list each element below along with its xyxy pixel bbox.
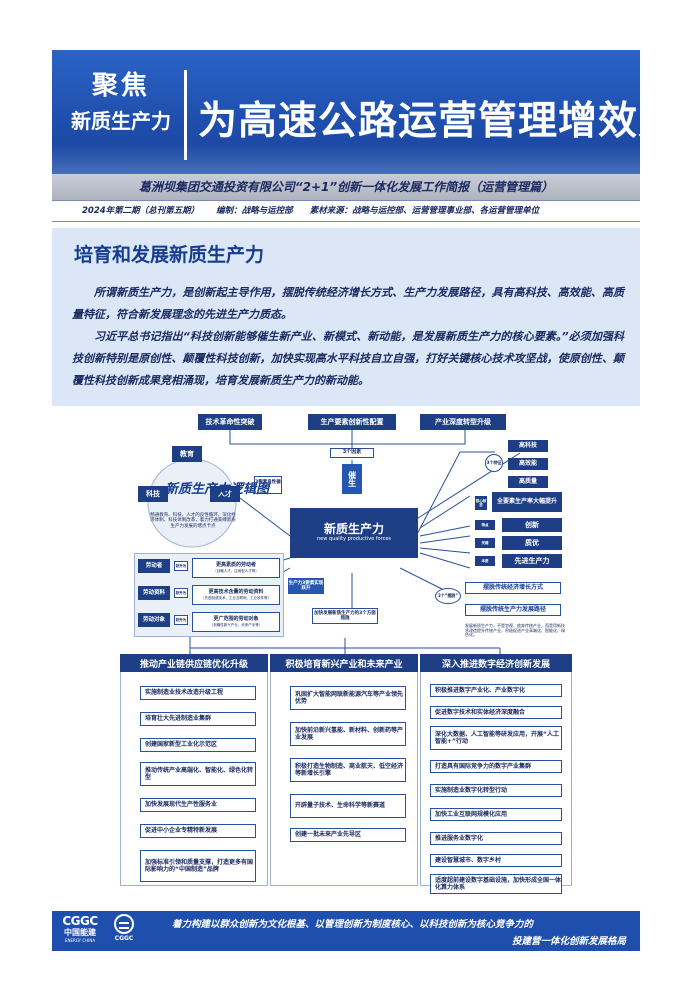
header-tag: 聚焦 新质生产力 xyxy=(66,68,176,138)
logic-diagram: 技术革命性突破 生产要素创新性配置 产业深度转型升级 3个因素 催生 新质生产力… xyxy=(120,408,575,906)
tech-node: 科技 xyxy=(138,486,168,502)
trait-tag-3: 本质 xyxy=(475,556,495,566)
trait-tag-1: 特点 xyxy=(475,520,495,530)
cggc-logo-text: CGGC xyxy=(114,935,134,942)
labor-object-note: （战略性新兴产业、未来产业等） xyxy=(209,622,263,627)
measure-column-3-title: 深入推进数字经济创新发展 xyxy=(420,654,572,672)
col2-item-5: 创建一批未来产业先导区 xyxy=(290,828,406,842)
labor-worker-note: （战略人才、应用型人才等） xyxy=(213,568,259,573)
labor-object-target-text: 更广范围的劳动对象 xyxy=(213,616,259,623)
intro-section: 培育和发展新质生产力 所谓新质生产力，是创新起主导作用，摆脱传统经济增长方式、生… xyxy=(52,228,640,406)
labor-tools-target-text: 更高技术含量的劳动资料 xyxy=(208,589,264,596)
top-box-factor-allocation: 生产要素创新性配置 xyxy=(308,414,396,430)
col3-item-6: 加快工业互联网规模化应用 xyxy=(430,808,562,821)
trait-box-quality: 质优 xyxy=(502,536,562,550)
col1-item-4: 推动传统产业高端化、智能化、绿色化转型 xyxy=(140,762,256,786)
col3-item-4: 打造具有国际竞争力的数字产业集群 xyxy=(430,760,562,773)
diagram-caption: 新质生产力逻辑图 xyxy=(165,482,270,497)
section-title: 培育和发展新质生产力 xyxy=(74,244,265,266)
logo-cn: 中国能建 xyxy=(64,928,96,937)
bai-2: 摆脱传统生产力发展路径 xyxy=(465,604,561,616)
issue-source: 素材来源：战略与运控部、运营管理事业部、各运营管理单位 xyxy=(309,206,540,216)
trait-high-tech: 高科技 xyxy=(508,440,548,452)
col1-item-1: 实施制造业技术改造升级工程 xyxy=(140,686,256,700)
intro-paragraph-2: 习近平总书记指出“科技创新能够催生新产业、新模式、新动能，是发展新质生产力的核心… xyxy=(72,330,624,387)
header-divider xyxy=(184,70,187,160)
three-factors-label: 3个因素 xyxy=(330,448,374,458)
core-tag: 核心标志 xyxy=(475,496,487,510)
top-box-tech-revolution: 技术革命性突破 xyxy=(198,414,262,430)
col3-item-1: 积极推进数字产业化、产业数字化 xyxy=(430,684,562,697)
labor-object-target: 更广范围的劳动对象 （战略性新兴产业、未来产业等） xyxy=(192,612,280,632)
issue-info: 2024年第二期（总刊第五期） 编制：战略与运控部 素材来源：战略与运控部、运营… xyxy=(52,200,640,222)
col2-item-1: 巩固扩大智能网联新能源汽车等产业领先优势 xyxy=(290,686,406,710)
labor-object-level: 跃升为 xyxy=(174,615,188,625)
labor-tools-target: 更高技术含量的劳动资料 （先进制造技术、工业互联网、工业软件等） xyxy=(192,585,280,605)
cuisheng-arrow: 催生 xyxy=(342,464,362,494)
labor-worker-target: 更高素质的劳动者 （战略人才、应用型人才等） xyxy=(192,558,280,578)
three-traits-tag: 3个特征 xyxy=(485,454,503,472)
report-subtitle: 葛洲坝集团交通投资有限公司“2+1”创新一体化发展工作简报（运营管理篇） xyxy=(52,174,640,200)
labor-tools: 劳动资料 xyxy=(138,586,170,600)
labor-object: 劳动对象 xyxy=(138,613,170,627)
intro-paragraph-1: 所谓新质生产力，是创新起主导作用，摆脱传统经济增长方式、生产力发展路径，具有高科… xyxy=(72,286,624,321)
cggc-emblem-icon xyxy=(114,914,134,934)
labor-tools-note: （先进制造技术、工业互联网、工业软件等） xyxy=(201,595,271,600)
measure-column-2-title: 积极培育新兴产业和未来产业 xyxy=(270,654,418,672)
footer-banner: CGGC 中国能建 ENERGY CHINA CGGC 着力构建以群众创新为文化… xyxy=(52,911,640,951)
labor-tools-level: 跃升为 xyxy=(174,588,188,598)
trait-box-advanced: 先进生产力 xyxy=(502,554,562,568)
col1-item-2: 培育壮大先进制造业集群 xyxy=(140,712,256,726)
col2-item-4: 开辟量子技术、生命科学等新赛道 xyxy=(290,794,406,818)
col3-item-5: 实施制造业数字化转型行动 xyxy=(430,784,562,797)
header-title: 为高速公路运营管理增效赋能 xyxy=(198,99,640,144)
col3-item-2: 促进数字技术和实体经济深度融合 xyxy=(430,706,562,719)
energy-china-logo: CGGC 中国能建 ENERGY CHINA xyxy=(58,914,102,944)
col1-item-5: 加快发展现代生产性服务业 xyxy=(140,798,256,812)
header-tag-line1: 聚焦 xyxy=(91,71,150,101)
col1-item-7: 加强标准引领和质量支撑，打造更多有国际影响力的“中国制造”品牌 xyxy=(140,850,256,882)
col2-item-2: 加快前沿新兴氢能、新材料、创新药等产业发展 xyxy=(290,722,406,746)
circle-note: 畅通教育、科技、人才的良性循环，深化经济体制、科技体制改革，着力打通束缚新质生产… xyxy=(150,513,236,529)
talent-node: 人才 xyxy=(210,486,240,502)
center-node: 新质生产力 new quality productive forces xyxy=(290,508,418,558)
labor-worker-level: 跃升为 xyxy=(174,561,188,571)
bai-note: 发展新质生产力，不是忽视、放弃传统产业，而是用新技术改造提升传统产业，积极促进产… xyxy=(465,623,565,638)
top-box-industry-upgrade: 产业深度转型升级 xyxy=(420,414,506,430)
header-tag-line2: 新质生产力 xyxy=(71,109,171,133)
center-node-title: 新质生产力 xyxy=(323,522,384,537)
col3-item-3: 深化大数据、人工智能等研发应用，开展“人工智能+”行动 xyxy=(430,726,562,750)
footer-slogan-line1: 着力构建以群众创新为文化根基、以管理创新为制度核心、以科技创新为核心竞争力的 xyxy=(172,919,534,930)
elements-tag: 生产力3要素实现跃升 xyxy=(288,578,324,594)
logo-en: ENERGY CHINA xyxy=(64,938,96,943)
three-ways-tag: 加快发展新质生产力的3个方面措施 xyxy=(312,608,378,624)
cggc-logo: CGGC xyxy=(110,914,138,948)
logo-abbr: CGGC xyxy=(62,914,98,928)
col1-item-3: 创建国家新型工业化示范区 xyxy=(140,738,256,752)
bai-1: 摆脱传统经济增长方式 xyxy=(465,582,561,594)
two-bai-tag: 2个“摆脱” xyxy=(435,588,461,604)
three-elements-tag: 3要素良性循环 xyxy=(254,476,282,494)
col3-item-7: 推进服务业数字化 xyxy=(430,832,562,845)
footer-slogan-line2: 投建营一体化创新发展格局 xyxy=(511,936,626,947)
labor-worker: 劳动者 xyxy=(138,559,170,573)
edu-node: 教育 xyxy=(172,446,202,462)
col1-item-6: 促进中小企业专精特新发展 xyxy=(140,824,256,838)
col3-item-9: 适度超前建设数字基础设施，加快形成全国一体化算力体系 xyxy=(430,874,562,894)
col2-item-3: 积极打造生物制造、商业航天、低空经济等新增长引擎 xyxy=(290,758,406,782)
col3-item-8: 建设智慧城市、数字乡村 xyxy=(430,854,562,867)
trait-tag-2: 关键 xyxy=(475,538,495,548)
issue-editor: 编制：战略与运控部 xyxy=(216,206,293,216)
trait-high-efficiency: 高效能 xyxy=(508,458,548,470)
trait-box-innovation: 创新 xyxy=(502,518,562,532)
labor-worker-target-text: 更高素质的劳动者 xyxy=(215,562,256,569)
trait-high-quality: 高质量 xyxy=(508,476,548,488)
issue-number: 2024年第二期（总刊第五期） xyxy=(82,206,200,216)
core-box: 全要素生产率大幅提升 xyxy=(492,492,562,512)
measure-column-1-title: 推动产业链供应链优化升级 xyxy=(120,654,268,672)
center-node-subtitle: new quality productive forces xyxy=(316,536,392,543)
header-banner: 聚焦 新质生产力 为高速公路运营管理增效赋能 xyxy=(52,50,640,174)
